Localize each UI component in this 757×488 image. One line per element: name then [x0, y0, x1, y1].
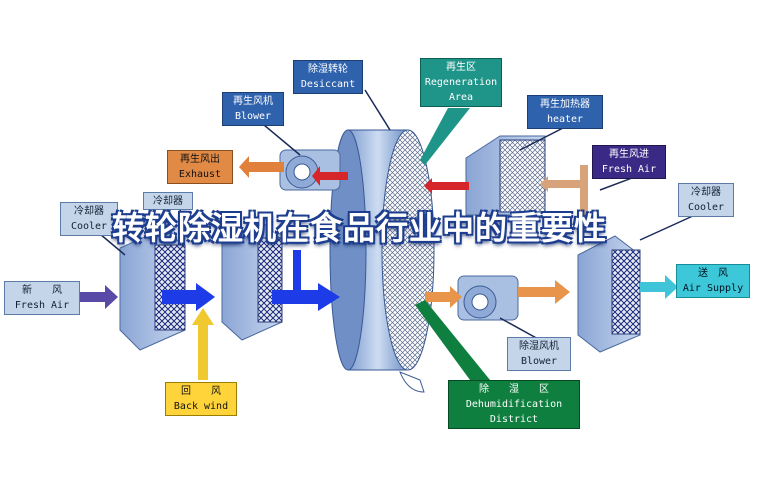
label-regen-fresh-air-en: Fresh Air	[601, 164, 657, 175]
leader-lines	[99, 89, 696, 341]
regen-heater-unit	[465, 135, 546, 216]
dehum-flow-arrow-1	[162, 283, 215, 311]
regen-blower-unit	[279, 149, 341, 191]
label-air-supply: 送 风 Air Supply	[676, 264, 750, 298]
dehum-flow-riser	[293, 250, 301, 295]
label-regen-fresh-air-zh: 再生风进	[609, 149, 649, 160]
label-cooler-left-en: Cooler	[70, 221, 108, 232]
page-title: 转轮除湿机在食品行业中的重要性	[112, 209, 608, 247]
label-cooler-right: 冷却器 Cooler	[678, 183, 734, 217]
cooler-right-unit	[577, 235, 641, 353]
dehum-out-arrow-1	[425, 286, 462, 308]
label-regen-area-en: Regeneration Area	[424, 77, 498, 103]
label-cooler-left: 冷却器 Cooler	[60, 202, 118, 236]
label-regen-area-zh: 再生区	[446, 62, 476, 73]
fresh-air-arrow	[80, 285, 118, 309]
label-air-supply-en: Air Supply	[682, 283, 744, 294]
label-regen-area: 再生区 Regeneration Area	[420, 58, 502, 107]
label-dehum-district-en: Dehumidification District	[465, 399, 563, 425]
label-regen-heater-zh: 再生加热器	[540, 99, 590, 110]
label-cooler-right-en: Cooler	[687, 202, 725, 213]
label-fresh-air-zh: 新 风	[22, 285, 62, 296]
label-dehum-blower-zh: 除湿风机	[519, 341, 559, 352]
label-desiccant: 除湿转轮 Desiccant	[293, 60, 363, 94]
regen-air-arrows	[312, 166, 469, 194]
back-wind-arrow	[192, 308, 214, 380]
cooler-left-unit	[119, 227, 186, 351]
air-supply-arrow	[640, 275, 678, 299]
exhaust-arrow	[239, 156, 284, 178]
label-dehum-district: 除 湿 区 Dehumidification District	[448, 380, 580, 429]
dehum-blower-unit	[457, 275, 519, 321]
label-regen-heater: 再生加热器 heater	[527, 95, 603, 129]
label-desiccant-zh: 除湿转轮	[308, 64, 348, 75]
label-dehum-blower: 除湿风机 Blower	[507, 337, 571, 371]
label-dehum-district-zh: 除 湿 区	[479, 384, 549, 395]
label-fresh-air-en: Fresh Air	[14, 300, 70, 311]
label-air-supply-zh: 送 风	[698, 268, 728, 279]
label-cooler-mid: 冷却器	[143, 192, 193, 210]
label-desiccant-en: Desiccant	[300, 79, 356, 90]
label-regen-heater-en: heater	[546, 114, 584, 125]
desiccant-wheel	[329, 129, 435, 393]
dehum-out-arrow-2	[518, 280, 570, 304]
label-back-wind: 回 风 Back wind	[165, 382, 237, 416]
label-regen-blower-en: Blower	[234, 111, 272, 122]
label-exhaust-en: Exhaust	[178, 169, 222, 180]
dehum-area-pointer	[415, 300, 490, 380]
label-back-wind-zh: 回 风	[181, 386, 221, 397]
label-regen-fresh-air: 再生风进 Fresh Air	[592, 145, 666, 179]
label-back-wind-en: Back wind	[173, 401, 229, 412]
label-exhaust-zh: 再生风出	[180, 154, 220, 165]
label-cooler-mid-zh: 冷却器	[153, 196, 183, 207]
regen-inlet-arrow	[540, 165, 588, 225]
label-dehum-blower-en: Blower	[520, 356, 558, 367]
label-regen-blower-zh: 再生风机	[233, 96, 273, 107]
dehum-flow-arrow-2	[272, 283, 340, 311]
regen-area-pointer	[420, 108, 470, 165]
cooler-mid-unit	[221, 221, 283, 341]
label-regen-blower: 再生风机 Blower	[222, 92, 284, 126]
label-cooler-right-zh: 冷却器	[691, 187, 721, 198]
label-fresh-air: 新 风 Fresh Air	[4, 281, 80, 315]
label-cooler-left-zh: 冷却器	[74, 206, 104, 217]
label-exhaust: 再生风出 Exhaust	[167, 150, 233, 184]
